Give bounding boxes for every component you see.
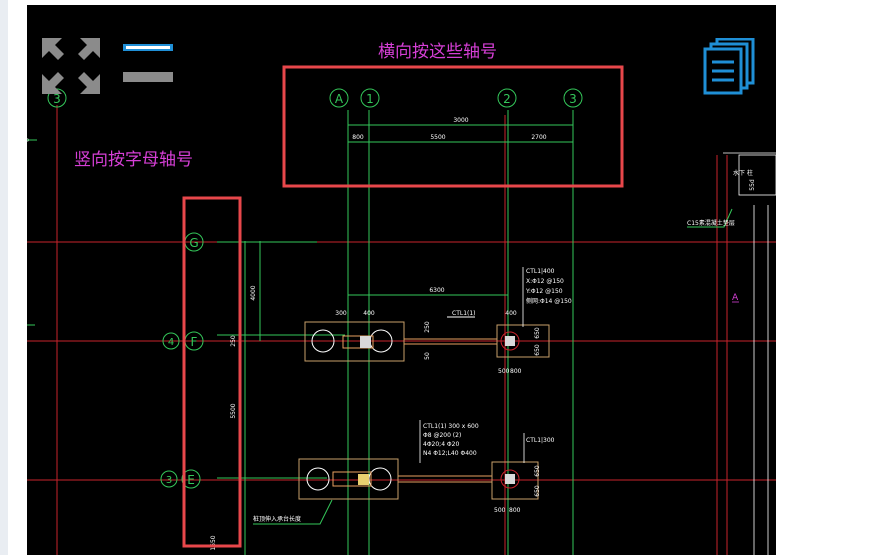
- cap-label-ctl1-300: CTL1|300: [526, 437, 555, 444]
- dim-50-text: 50: [424, 352, 431, 360]
- dim-6300-text: 6300: [429, 287, 444, 294]
- svg-text:E: E: [187, 473, 195, 487]
- svg-text:3: 3: [569, 92, 577, 106]
- axis-bubble-3: 3: [563, 88, 583, 108]
- right-a-label: A: [732, 293, 739, 303]
- dim-400a-text: 400: [363, 310, 375, 317]
- right-note-label: 水下 柱: [733, 169, 753, 177]
- axis-bubble-2: 2: [497, 88, 517, 108]
- dim-f-e-text: 5500: [230, 403, 237, 418]
- highlight-box-vertical-axes: [182, 196, 242, 548]
- dim-650a-text: 650: [534, 327, 541, 339]
- dim-f-offset-text: 250: [230, 335, 237, 347]
- top-bar-label: 4Φ20;4 Φ20: [423, 441, 459, 448]
- pile-cap-left-top: [304, 321, 405, 362]
- annotation-horizontal-axes: 横向按这些轴号: [378, 42, 497, 62]
- annotation-vertical-axes: 竖向按字母轴号: [74, 150, 193, 170]
- svg-text:3: 3: [166, 475, 172, 486]
- rebar-x-label: X:Φ12 @150: [526, 278, 564, 285]
- pile-circle: [368, 467, 392, 491]
- svg-text:3: 3: [53, 92, 61, 106]
- dim-seg-b-text: 5500: [430, 134, 445, 141]
- dim-500a-text: 500: [498, 368, 510, 375]
- column-fill: [358, 474, 369, 485]
- beam-spec-label: CTL1(1) 300 x 600: [423, 423, 479, 430]
- column-fill: [505, 474, 515, 484]
- svg-text:A: A: [335, 92, 344, 106]
- dim-seg-c-text: 2700: [531, 134, 546, 141]
- menu-lines-icon[interactable]: [122, 42, 174, 86]
- side-bar-label: N4 Φ12;L40 Φ400: [423, 450, 477, 457]
- pile-circle: [306, 467, 330, 491]
- axis-bubble-small-3: 3: [160, 470, 178, 488]
- column-box: [332, 471, 372, 487]
- axis-bubble-e: E: [181, 469, 201, 489]
- dim-800b-text: 800: [509, 507, 521, 514]
- section-detail: [738, 154, 776, 196]
- pile-circle: [311, 329, 335, 353]
- pile-circle-red: [500, 469, 520, 489]
- dim-650c-text: 650: [534, 465, 541, 477]
- pile-cap-right-bottom: [491, 461, 539, 500]
- pile-circle-red: [500, 331, 520, 351]
- column-fill: [360, 336, 371, 348]
- dim-500b-text: 500: [494, 507, 506, 514]
- axis-bubble-1: 1: [360, 88, 380, 108]
- svg-text:F: F: [191, 335, 198, 349]
- cap-label-ctl1-400: CTL1|400: [526, 268, 555, 275]
- cad-drawing-viewer[interactable]: 3000 800 5500 2700 A 1 2 3 3 G: [27, 5, 776, 555]
- dim-300-text: 300: [335, 310, 347, 317]
- dim-bottom-text: 1650: [210, 535, 217, 550]
- dim-800a-text: 800: [510, 368, 522, 375]
- cad-drawing: 3000 800 5500 2700 A 1 2 3 3 G: [27, 65, 776, 555]
- dim-650d-text: 650: [534, 485, 541, 497]
- column-box: [342, 335, 374, 349]
- axis-bubble-small-4: 4: [162, 332, 180, 350]
- dim-650b-text: 650: [534, 344, 541, 356]
- stirrup-label: Φ8 @200 (2): [423, 432, 461, 439]
- svg-text:2: 2: [503, 92, 511, 106]
- pile-cap-left-bottom: [298, 458, 399, 500]
- svg-text:4: 4: [168, 337, 174, 348]
- dim-total-text: 3000: [453, 117, 468, 124]
- leader-line: [253, 499, 333, 525]
- rebar-y-label: Y:Φ12 @150: [525, 288, 563, 295]
- dim-400b-text: 400: [505, 310, 517, 317]
- column-fill: [505, 336, 515, 346]
- dim-250-text: 250: [424, 321, 431, 333]
- pile-note-label: 桩顶伸入承台长度: [253, 515, 301, 523]
- svg-text:G: G: [189, 236, 198, 250]
- dim-g-f-text: 4000: [250, 285, 257, 300]
- cushion-label: C15素混凝土垫层: [687, 219, 735, 227]
- page-right-whitespace: [776, 0, 883, 555]
- left-panel-edge: [0, 0, 8, 555]
- svg-text:1: 1: [366, 92, 374, 106]
- rebar-mesh-label: 侧网:Φ14 @150: [526, 297, 572, 305]
- beam-label-ctl1: CTL1(1): [452, 310, 476, 317]
- dim-seg-a-text: 800: [352, 134, 364, 141]
- fullscreen-icon[interactable]: [40, 36, 102, 96]
- right-small-label: 55d: [749, 179, 756, 191]
- axis-bubble-a: A: [329, 88, 349, 108]
- leader-line: [687, 208, 733, 228]
- layers-icon[interactable]: [703, 38, 758, 96]
- highlight-box-horizontal-axes: [282, 65, 624, 188]
